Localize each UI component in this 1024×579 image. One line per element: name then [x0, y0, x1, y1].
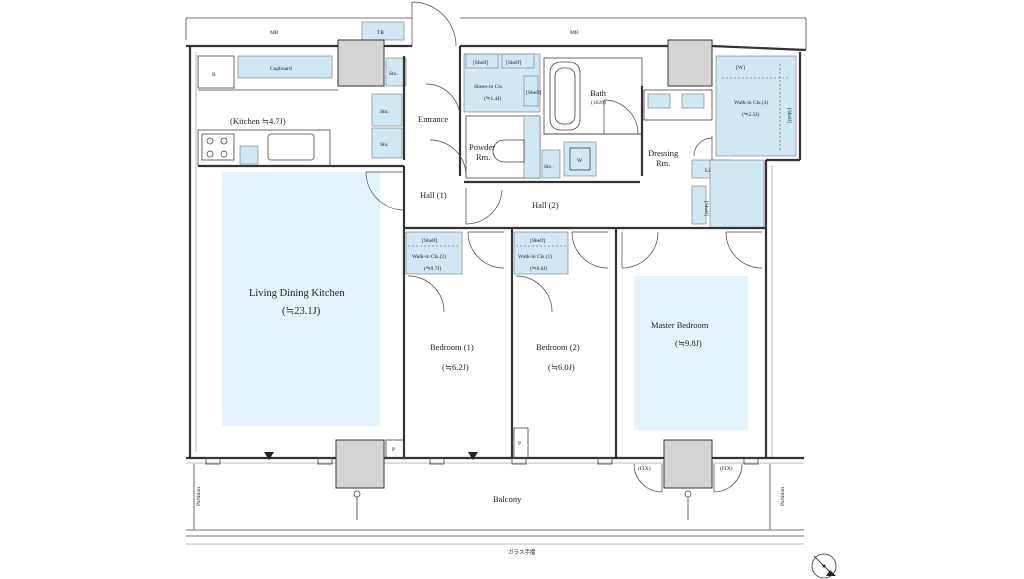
bed1-door [467, 231, 505, 269]
powder-2: Rm. [476, 152, 490, 162]
column-bottom-left [335, 439, 385, 489]
shelf-side-label: [Shelf] [703, 201, 710, 216]
wic2-name: Walk-in Cls.(2) [412, 253, 446, 260]
railing-label: ガラス手摺 [508, 548, 536, 556]
dressing-1: Dressing [648, 148, 679, 158]
wic3-door [693, 136, 713, 160]
wic2-shelf: [Shelf] [422, 237, 437, 244]
partition-left: Partition [196, 487, 202, 506]
bedroom-walls [402, 166, 766, 458]
balcony-door-left [633, 463, 663, 493]
powder-door [429, 139, 467, 177]
bed2-door [571, 231, 609, 269]
fix2-label: (FIX) [720, 465, 733, 472]
sto-small: Sto. [544, 164, 553, 170]
column-bottom-right [663, 439, 713, 489]
bed2-size: (≒6.0J) [548, 362, 575, 372]
fix1-label: (FIX) [638, 465, 651, 472]
cupboard-label: Cupboard [270, 66, 292, 72]
walk-in-closet-3 [715, 55, 797, 157]
powder-room [465, 115, 541, 179]
shelf3-label: [Shelf] [526, 89, 541, 96]
wic3-w: [W] [736, 65, 745, 71]
balcony-door-right [713, 463, 743, 493]
master-name: Master Bedroom [651, 320, 709, 330]
front-door [411, 1, 457, 47]
ldk-door [365, 171, 405, 211]
column-top-right [667, 39, 713, 87]
side-shelf [691, 185, 707, 225]
sto1-label: Sto. [389, 71, 398, 77]
dressing-2: Rm. [656, 158, 670, 168]
showin-size: (≒1.4J) [484, 95, 501, 102]
wic1-name: Walk-in Cls.(1) [518, 253, 552, 260]
mb-right-label: MB [570, 30, 579, 36]
washer-label: W [577, 158, 583, 164]
window-marks [205, 452, 759, 465]
wic3-shelf: [Shelf] [786, 108, 793, 123]
ldk-name: Living Dining Kitchen [249, 288, 345, 299]
balcony-area [186, 464, 804, 545]
pipe-space-1 [385, 439, 405, 459]
balcony-label: Balcony [493, 494, 522, 504]
storage-4 [541, 149, 561, 179]
column-top-left [337, 39, 385, 87]
bed2-name: Bedroom (2) [536, 342, 580, 352]
mb-left-label: MB [270, 30, 279, 36]
storage-1 [385, 57, 407, 87]
master-door [621, 231, 659, 269]
shelf2-label: [Shelf] [506, 59, 521, 66]
storage-2 [371, 93, 403, 127]
master-size: (≒9.8J) [675, 338, 702, 348]
tr-label: TR [377, 30, 384, 36]
kitchen-label: (Kitchen ≒4.7J) [230, 116, 286, 126]
dressing-room [643, 89, 713, 121]
outer-walls [186, 44, 807, 464]
bath-door [603, 99, 639, 135]
entrance-sto-door [425, 83, 461, 119]
entrance-label: Entrance [418, 114, 448, 124]
hall2-label: Hall (2) [532, 200, 559, 210]
wic1-size: (≒0.6J) [530, 265, 547, 272]
bed1-name: Bedroom (1) [430, 342, 474, 352]
shelf1-label: [Shelf] [473, 59, 488, 66]
sto3-label: Sto. [380, 142, 389, 148]
compass-icon [811, 553, 837, 579]
p1-label: P [392, 447, 395, 453]
showin-name: Shoes-in Cls. [474, 84, 504, 90]
wic1-door [515, 275, 553, 313]
bath-name: Bath [590, 88, 607, 98]
wic2-size: (≒0.7J) [424, 265, 441, 272]
master-wic-door [725, 231, 763, 269]
wic2-door [407, 275, 445, 313]
hall1-label: Hall (1) [420, 190, 447, 200]
shoes-in-closet [463, 53, 541, 113]
master-floor [634, 276, 748, 430]
walk-in-closet-2 [405, 231, 463, 275]
top-service-band [185, 17, 807, 50]
ldk-floor [222, 172, 380, 426]
wic3-lower [709, 159, 765, 229]
powder-1: Powder [469, 142, 495, 152]
ldk-size: (≒23.1J) [282, 306, 321, 317]
kitchen-area [197, 55, 338, 167]
sto2-label: Sto. [380, 109, 389, 115]
wic3-name: Walk-in Cls.(3) [734, 99, 768, 106]
p2-label: P [518, 441, 521, 447]
bed1-size: (≒6.2J) [442, 362, 469, 372]
wic3-size: (≒2.5J) [742, 111, 759, 118]
hall2-door [465, 188, 503, 225]
wic1-shelf: [Shelf] [530, 237, 545, 244]
fridge-label: R [212, 72, 216, 78]
bath-size: (1620) [591, 99, 606, 106]
storage-3 [371, 127, 403, 159]
walk-in-closet-1 [513, 231, 569, 275]
partition-right: Partition [780, 487, 786, 506]
